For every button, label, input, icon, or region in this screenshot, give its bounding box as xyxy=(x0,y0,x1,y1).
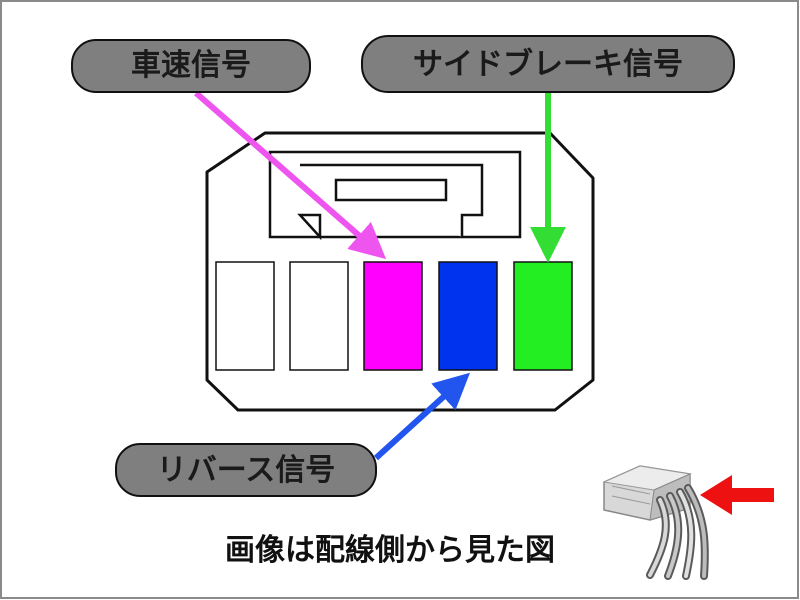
pin-4-reverse xyxy=(438,261,498,371)
pin-2 xyxy=(289,261,349,371)
red-view-direction-arrow xyxy=(700,475,774,515)
reverse-label-pill xyxy=(115,443,377,497)
side-brake-label-pill xyxy=(361,35,735,93)
pin-1 xyxy=(215,261,275,371)
vehicle-speed-label-pill xyxy=(71,39,311,93)
reverse-arrow xyxy=(373,372,470,461)
connector-photo-thumbnail xyxy=(602,465,709,580)
reverse-label: リバース信号 xyxy=(157,453,336,488)
pin-3-vehicle-speed xyxy=(363,261,423,371)
side-brake-label: サイドブレーキ信号 xyxy=(413,47,683,82)
view-caption: 画像は配線側から見た図 xyxy=(225,533,555,568)
vehicle-speed-label: 車速信号 xyxy=(131,48,251,83)
vehicle-speed-arrow xyxy=(194,90,387,260)
pin-5-side-brake xyxy=(513,261,573,371)
connector-latch-slot xyxy=(334,178,448,202)
